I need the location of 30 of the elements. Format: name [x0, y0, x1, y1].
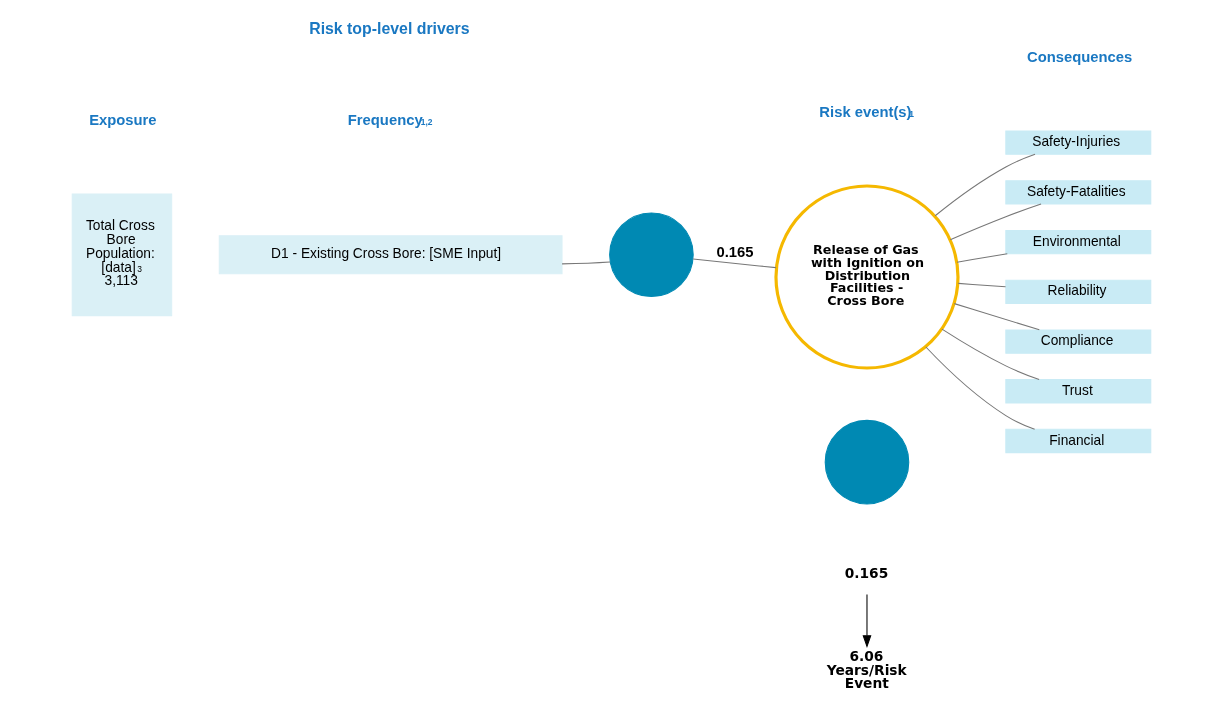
node-box: Safety-Fatalities [1004, 180, 1151, 205]
connector [941, 328, 1040, 381]
label: Risk top-level drivers [308, 20, 470, 38]
connector [956, 253, 1008, 263]
label: Risk event(s)1 [818, 103, 914, 120]
edge-label: 0.165 [715, 244, 754, 261]
node-box: Trust [1004, 379, 1151, 404]
node-box: Reliability [1004, 279, 1151, 304]
node-box: Total Cross Bore Population: [data]3 3,113 [71, 193, 172, 317]
node-circle: Release of Gas with Ignition on Distribution Facilities - Cross Bore [773, 184, 960, 370]
arrow [862, 593, 871, 648]
node-box: D1 - Existing Cross Bore: [SME Input] [218, 235, 563, 275]
connector [924, 346, 1035, 430]
node-box: Compliance [1004, 329, 1151, 354]
node-box: Environmental [1004, 229, 1151, 255]
connector [949, 203, 1042, 241]
connector [934, 153, 1036, 217]
connector [561, 261, 610, 265]
connector [953, 303, 1040, 331]
label: Consequences [1026, 48, 1132, 65]
node-circle [824, 419, 909, 505]
node-text: 6.06 Years/Risk Event [826, 647, 907, 692]
label: Frequency1,2 [347, 112, 433, 129]
node-circle [608, 212, 694, 298]
label: Exposure [88, 112, 157, 129]
node-text: 0.165 [844, 564, 888, 581]
connector [692, 258, 776, 269]
node-box: Financial [1004, 428, 1151, 454]
node-box: Safety-Injuries [1004, 130, 1151, 155]
connector [957, 282, 1006, 288]
